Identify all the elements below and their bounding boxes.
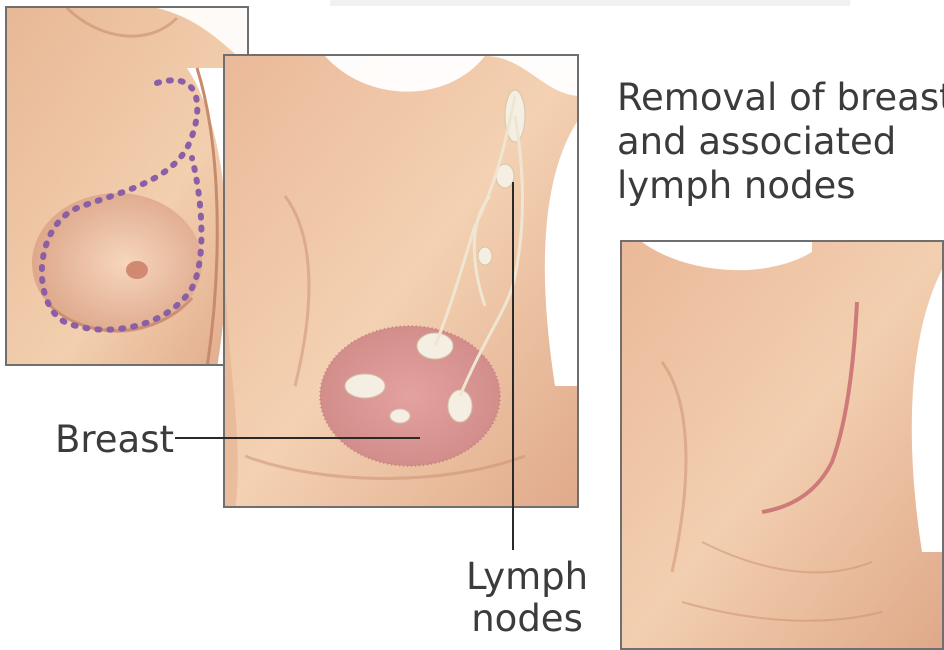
lymph-label-line-2: nodes [466,598,588,640]
lymph-nodes-leader-line [512,182,514,550]
lymph-label-line-1: Lymph [466,556,588,598]
title-line-2: and associated [617,120,944,164]
torso-before-drawing [7,8,249,366]
breast-label: Breast [55,418,174,462]
diagram-title: Removal of breast and associated lymph n… [617,76,944,208]
torso-surgery-drawing [225,56,579,508]
faint-top-strip [330,0,850,6]
torso-after-drawing [622,242,944,650]
panel-surgery [223,54,579,508]
lymph-nodes-label: Lymph nodes [466,556,588,640]
nipple [126,261,148,279]
exposed-breast-tissue [320,326,500,466]
breast-leader-line [175,437,420,439]
title-line-1: Removal of breast [617,76,944,120]
panel-after-surgery [620,240,944,650]
title-line-3: lymph nodes [617,164,944,208]
panel-before-surgery [5,6,249,366]
